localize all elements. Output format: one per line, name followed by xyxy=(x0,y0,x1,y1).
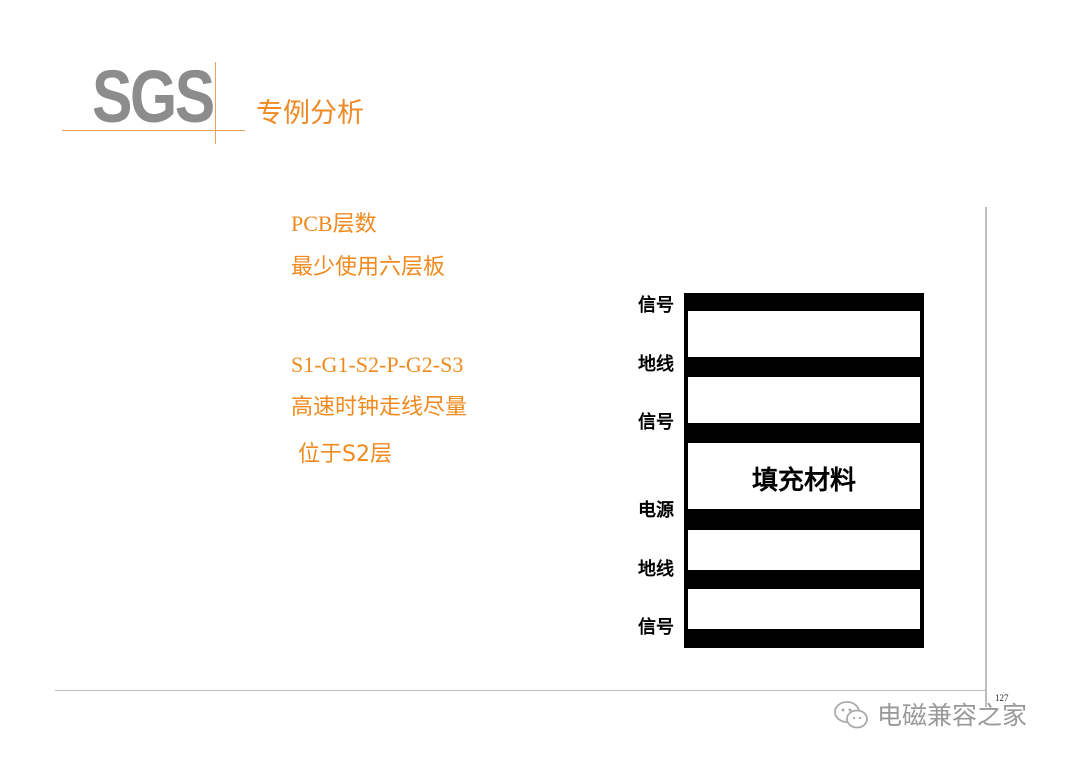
text-pcb-layers: PCB层数 xyxy=(291,211,377,236)
frame-horizontal-rule xyxy=(55,690,987,691)
frame-vertical-rule xyxy=(985,207,987,707)
text-clock-routing: 高速时钟走线尽量 xyxy=(291,395,468,420)
dielectric-gap xyxy=(688,530,920,570)
layer-label-power: 电源 xyxy=(638,500,674,521)
text-s2-layer: 位于S2层 xyxy=(291,442,392,467)
logo-horizontal-rule xyxy=(62,130,245,131)
dielectric-gap xyxy=(688,589,920,629)
wechat-icon xyxy=(834,701,868,729)
page-number: 127 xyxy=(995,693,1009,703)
logo-vertical-rule xyxy=(215,62,216,144)
watermark-text: 电磁兼容之家 xyxy=(877,700,1028,730)
page-title: 专例分析 xyxy=(256,98,364,129)
text-min-six-layers: 最少使用六层板 xyxy=(291,255,446,280)
layer-label-ground-2: 地线 xyxy=(638,559,674,580)
fill-material-label: 填充材料 xyxy=(751,466,856,496)
dielectric-gap xyxy=(688,377,920,423)
layer-label-signal-3: 信号 xyxy=(638,617,674,638)
layer-label-signal-1: 信号 xyxy=(638,295,674,316)
layer-label-ground-1: 地线 xyxy=(638,354,674,375)
watermark: 电磁兼容之家 xyxy=(833,700,1027,730)
fill-material-region: 填充材料 xyxy=(688,443,920,509)
layer-label-signal-2: 信号 xyxy=(638,412,674,433)
dielectric-gap xyxy=(688,311,920,357)
pcb-layer-stack: 填充材料 xyxy=(684,293,924,648)
text-stackup: S1-G1-S2-P-G2-S3 xyxy=(291,352,464,377)
sgs-logo: SGS xyxy=(92,55,215,138)
